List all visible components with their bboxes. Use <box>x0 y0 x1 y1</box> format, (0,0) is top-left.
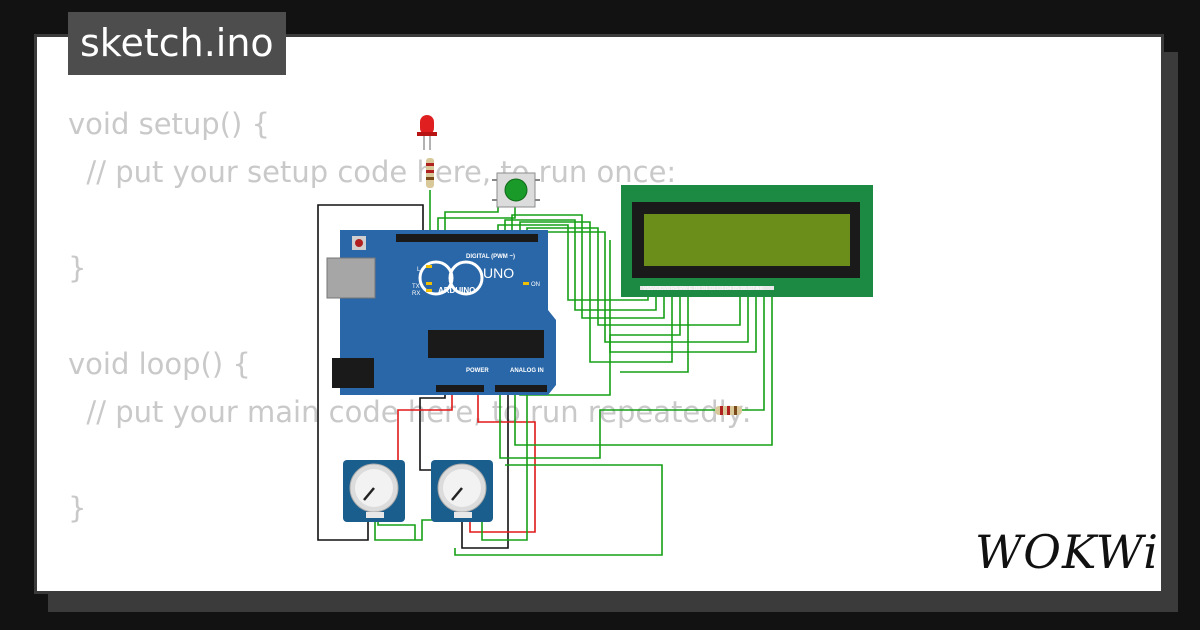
rx-led-label: RX <box>412 291 420 297</box>
led-resistor[interactable] <box>426 158 434 188</box>
code-line: // put your setup code here, to run once… <box>68 155 677 189</box>
code-line: void loop() { <box>68 347 251 381</box>
file-tab[interactable]: sketch.ino <box>68 12 286 75</box>
analog-header-label: ANALOG IN <box>510 368 544 374</box>
preview-card <box>34 34 1164 594</box>
digital-header-label: DIGITAL (PWM ~) <box>466 254 515 260</box>
code-line: } <box>68 491 87 525</box>
lcd-pin-labels: VSSVDDV0 RS RW E D0 D1 D2 D3 D4 D5 D6 D7… <box>643 286 764 292</box>
lcd-display[interactable] <box>621 185 873 297</box>
on-led-label: ON <box>531 282 540 288</box>
tx-led-label: TX <box>412 284 420 290</box>
potentiometer-2[interactable] <box>431 460 493 522</box>
wokwi-logo: WOKWi <box>975 525 1159 579</box>
code-line: } <box>68 251 87 285</box>
l-led-label: L <box>417 267 421 273</box>
led[interactable] <box>417 115 437 150</box>
board-brand-label: ARDUINO <box>438 286 475 295</box>
arduino-uno-board[interactable] <box>326 230 556 395</box>
resistor[interactable] <box>715 406 742 415</box>
board-model-label: UNO <box>483 265 514 281</box>
potentiometer-1[interactable] <box>343 460 405 522</box>
code-line: void setup() { <box>68 107 270 141</box>
push-button[interactable] <box>492 172 540 208</box>
power-header-label: POWER <box>466 368 489 374</box>
